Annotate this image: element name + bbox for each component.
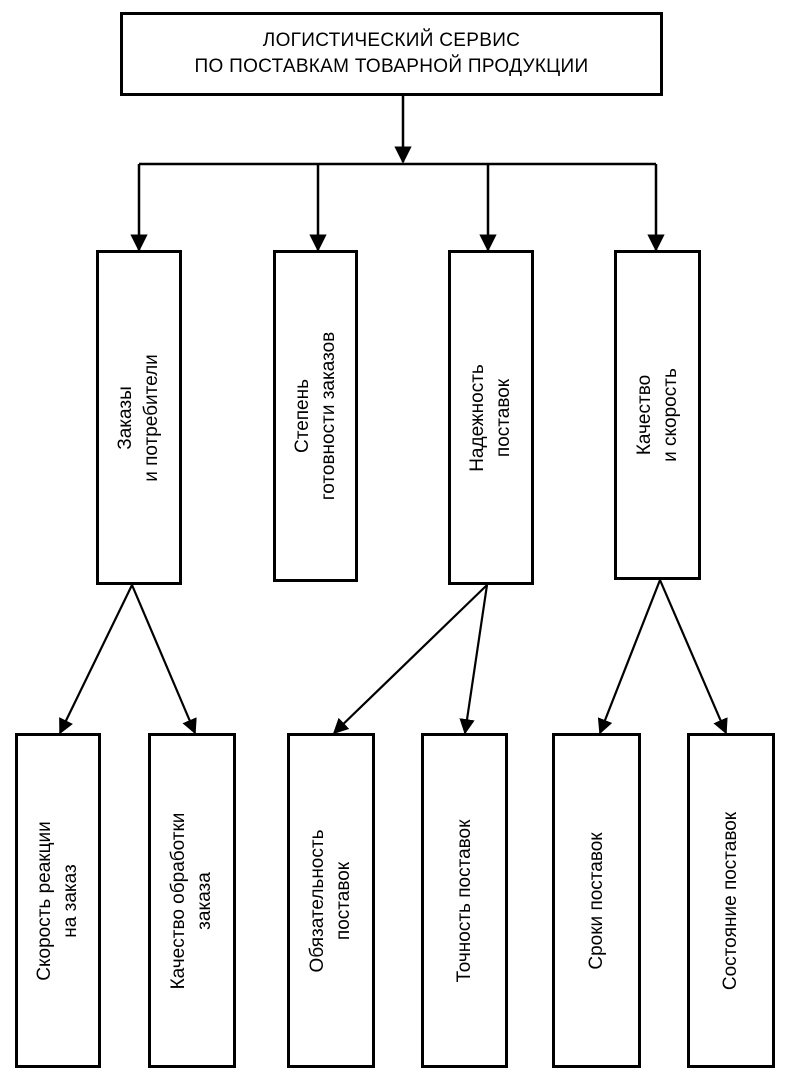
connector-l2-2	[130, 584, 197, 735]
leaf-label: Точность поставок	[453, 819, 475, 982]
node-label: Надежность поставок	[467, 363, 514, 472]
leaf-order-processing-quality: Качество обработки заказа	[148, 733, 236, 1068]
leaf-order-response-speed: Скорость реакции на заказ	[15, 733, 101, 1068]
connector-l2-4	[459, 584, 489, 735]
leaf-label: Скорость реакции на заказ	[34, 820, 81, 981]
node-order-readiness: Степень готовности заказов	[273, 250, 358, 582]
node-label: Качество и скорость	[633, 368, 681, 462]
connector-l2-6	[658, 579, 728, 735]
leaf-delivery-condition: Состояние поставок	[687, 733, 775, 1068]
node-delivery-reliability: Надежность поставок	[448, 250, 534, 585]
root-title-line1: ЛОГИСТИЧЕСКИЙ СЕРВИС	[262, 30, 521, 51]
leaf-delivery-accuracy: Точность поставок	[421, 733, 508, 1068]
root-box: ЛОГИСТИЧЕСКИЙ СЕРВИС ПО ПОСТАВКАМ ТОВАРН…	[120, 12, 663, 96]
node-orders-and-consumers: Заказы и потребители	[96, 250, 182, 585]
node-quality-and-speed: Качество и скорость	[614, 250, 701, 580]
node-label: Заказы и потребители	[115, 353, 162, 482]
node-label: Степень готовности заказов	[291, 331, 339, 501]
leaf-label: Качество обработки заказа	[168, 812, 215, 989]
leaf-delivery-terms: Сроки поставок	[552, 733, 641, 1068]
leaf-delivery-commitment: Обязательность поставок	[287, 733, 375, 1068]
leaf-label: Сроки поставок	[585, 831, 607, 970]
leaf-label: Обязательность поставок	[307, 829, 354, 972]
connector-l2-1	[59, 584, 133, 735]
root-title-line2: ПО ПОСТАВКАМ ТОВАРНОЙ ПРОДУКЦИИ	[194, 56, 589, 77]
connector-l2-5	[597, 579, 662, 735]
connector-l2-3	[332, 584, 488, 735]
leaf-label: Состояние поставок	[720, 811, 741, 990]
